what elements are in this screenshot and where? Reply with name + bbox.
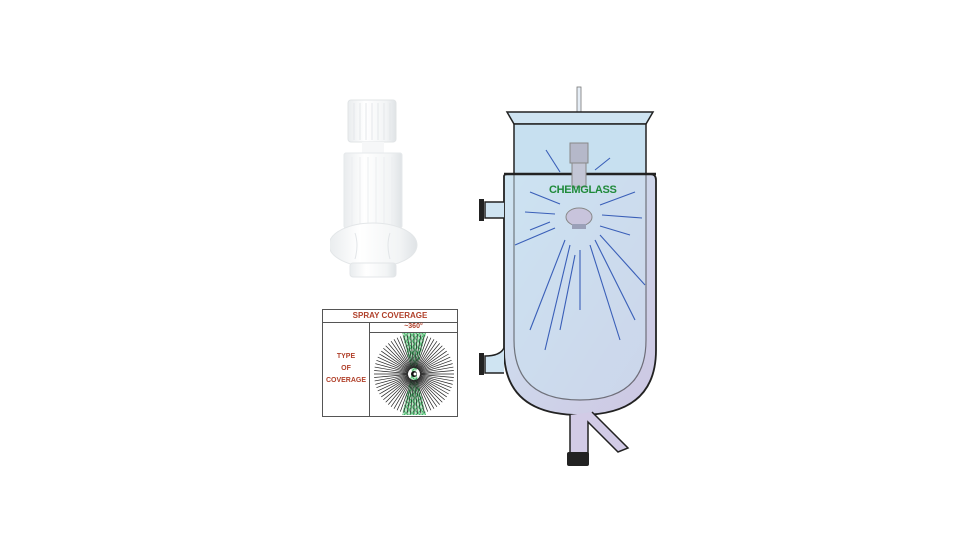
jacketed-reactor-diagram (479, 86, 657, 466)
coverage-pattern-cell (369, 332, 457, 416)
row-label-line: COVERAGE (325, 377, 367, 384)
row-label-line: TYPE (336, 353, 356, 360)
spray-nozzle-photo (330, 99, 418, 278)
coverage-angle: ~360° (369, 322, 457, 333)
chemglass-logo: CHEMGLASS (549, 184, 617, 196)
spray-pattern-icon (374, 333, 454, 415)
table-title: SPRAY COVERAGE (323, 310, 457, 323)
spray-coverage-table: SPRAY COVERAGE ~360° TYPE OF COVERAGE (322, 309, 458, 417)
row-label: TYPE OF COVERAGE (323, 322, 369, 416)
row-label-line: OF (341, 365, 351, 372)
